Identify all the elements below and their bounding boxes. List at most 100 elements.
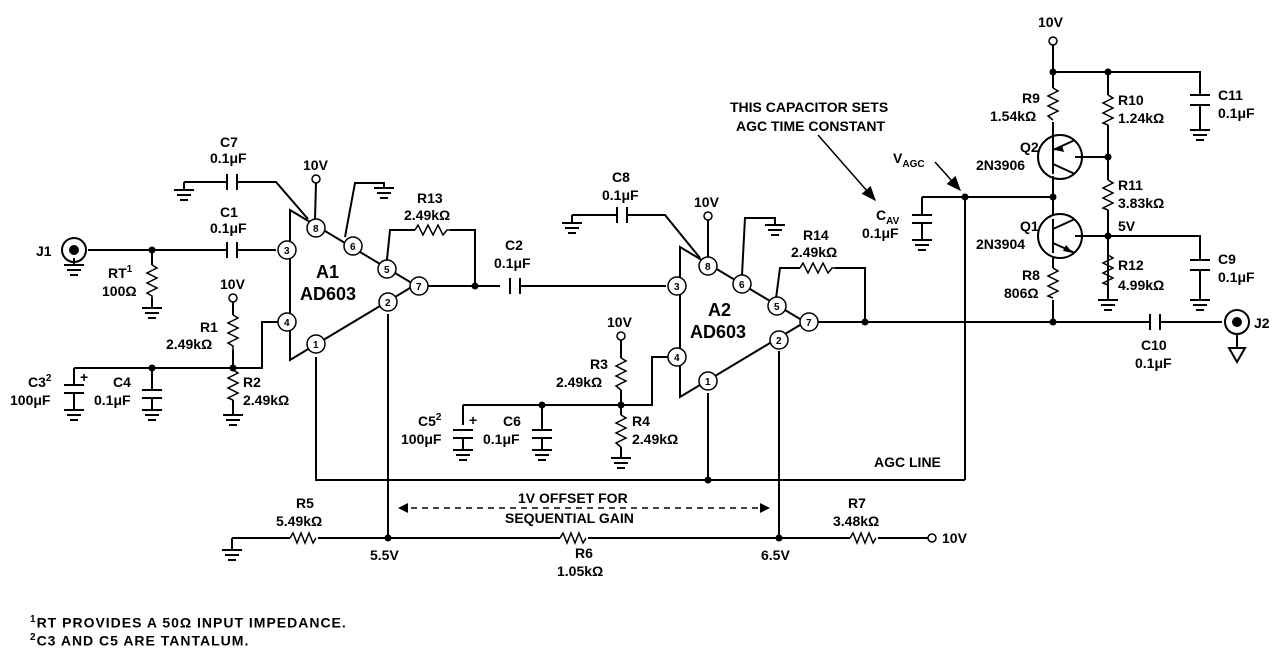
c7-body (226, 174, 238, 190)
q2-part-label: 2N3906 (976, 157, 1025, 173)
c5-ref-label: C52 (418, 412, 442, 429)
vagc-pointer-arrow (934, 161, 961, 192)
c10-body (1149, 314, 1161, 330)
offset-arrow-right-icon (760, 503, 770, 513)
a2-pin-7: 7 (799, 312, 819, 332)
footnote-1: 1RT PROVIDES A 50Ω INPUT IMPEDANCE. (30, 614, 347, 631)
c4-body (142, 389, 162, 399)
a2-pin-2: 2 (769, 330, 789, 350)
r9-body (1046, 87, 1060, 121)
svg-text:1: 1 (705, 377, 711, 388)
r14-ref-label: R14 (803, 227, 829, 243)
terminal-icon (927, 533, 937, 543)
r1-body (226, 314, 240, 350)
c7-ref-label: C7 (220, 134, 238, 150)
r6-ref-label: R6 (575, 545, 593, 561)
c4-value-label: 0.1μF (94, 392, 131, 408)
svg-text:6: 6 (350, 242, 356, 253)
c5-value-label: 100μF (401, 431, 442, 447)
supply-terminals (228, 36, 1058, 543)
r8-ref-label: R8 (1022, 267, 1040, 283)
j1-label: J1 (36, 243, 52, 259)
connector-j2 (1224, 309, 1250, 335)
capacitors: + + (64, 94, 1210, 450)
r4-value-label: 2.49kΩ (632, 431, 678, 447)
ground-icon (174, 182, 194, 201)
c7-value-label: 0.1μF (210, 150, 247, 166)
ground-icon (64, 409, 84, 421)
a1-pin-8: 8 (306, 218, 326, 238)
r10-ref-label: R10 (1118, 92, 1144, 108)
resistors (145, 87, 1115, 546)
r10-body (1101, 94, 1115, 126)
c1-body (226, 242, 238, 258)
svg-text:2: 2 (776, 336, 782, 347)
a2-supply-label: 10V (694, 194, 720, 210)
node-6-5v-label: 6.5V (761, 547, 790, 563)
svg-text:+: + (469, 412, 477, 428)
cav-value-label: 0.1μF (862, 225, 899, 241)
c10-ref-label: C10 (1141, 337, 1167, 353)
c1-ref-label: C1 (220, 204, 238, 220)
a1-ref-label: A1 (316, 262, 339, 282)
a2-pin-1: 1 (698, 371, 718, 391)
a1-pin-6: 6 (343, 236, 363, 256)
ground-icon (223, 414, 243, 426)
r2-ref-label: R2 (243, 374, 261, 390)
r11-ref-label: R11 (1118, 177, 1143, 193)
c10-value-label: 0.1μF (1135, 355, 1172, 371)
j2-label: J2 (1254, 315, 1270, 331)
c6-body (532, 429, 552, 439)
r13-ref-label: R13 (417, 190, 443, 206)
c6-ref-label: C6 (503, 413, 521, 429)
a2-pin-6: 6 (732, 274, 752, 294)
junctions (148, 68, 1112, 542)
labels: J1 J2 10V 10V 10V 10V 10V 10V RT1 100Ω C… (10, 14, 1270, 579)
ground-symbols (64, 129, 1247, 561)
r2-value-label: 2.49kΩ (243, 392, 289, 408)
a2-ref-label: A2 (708, 300, 731, 320)
r5-body (289, 530, 317, 546)
q1-part-label: 2N3904 (976, 236, 1025, 252)
c8-ref-label: C8 (612, 169, 630, 185)
c2-ref-label: C2 (505, 237, 523, 253)
c3-value-label: 100μF (10, 392, 51, 408)
ground-icon (1227, 347, 1247, 365)
ground-icon (64, 258, 84, 276)
q2-ref-label: Q2 (1020, 139, 1039, 155)
r3-body (614, 357, 628, 391)
c3-body (64, 384, 84, 394)
pin-markers: 8 6 3 5 7 2 4 1 8 6 3 5 7 2 4 1 (277, 218, 819, 391)
rt-ref-label: RT1 (108, 264, 133, 281)
terminal-icon (311, 174, 321, 184)
a1-pin-1: 1 (306, 334, 326, 354)
terminal-icon (703, 211, 713, 221)
ground-icon (912, 239, 932, 251)
ground-icon (562, 215, 582, 234)
c11-body (1190, 94, 1210, 106)
r10-value-label: 1.24kΩ (1118, 110, 1164, 126)
connector-j1 (61, 237, 87, 263)
r4-body (614, 414, 628, 448)
footnote-2: 2C3 AND C5 ARE TANTALUM. (30, 632, 250, 649)
r12-body (1101, 254, 1115, 286)
c11-value-label: 0.1μF (1218, 105, 1255, 121)
svg-text:2: 2 (385, 298, 391, 309)
a1-pin-7: 7 (409, 276, 429, 296)
r1-ref-label: R1 (200, 319, 218, 335)
c8-body (616, 207, 628, 223)
r7-supply-label: 10V (942, 530, 968, 546)
c11-ref-label: C11 (1218, 87, 1243, 103)
terminal-icon (616, 331, 626, 341)
a1-pin-5: 5 (377, 259, 397, 279)
cav-pointer-arrow (817, 134, 876, 202)
a2-pin-5: 5 (767, 296, 787, 316)
r9-value-label: 1.54kΩ (990, 108, 1036, 124)
agc-line-label: AGC LINE (874, 454, 941, 470)
ground-icon (142, 307, 162, 319)
svg-text:8: 8 (313, 224, 319, 235)
svg-text:8: 8 (705, 262, 711, 273)
offset-note-line1: 1V OFFSET FOR (518, 490, 628, 506)
r7-body (849, 530, 877, 546)
